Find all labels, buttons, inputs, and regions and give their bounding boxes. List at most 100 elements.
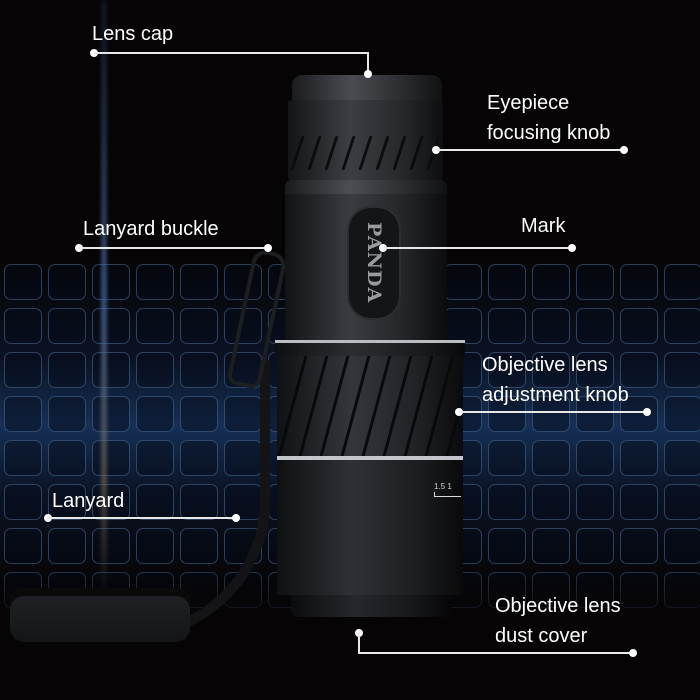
background-tile — [620, 308, 658, 344]
callout-dot — [629, 649, 637, 657]
background-tile — [4, 528, 42, 564]
background-tile — [620, 440, 658, 476]
background-tile — [664, 528, 700, 564]
callout-dot — [264, 244, 272, 252]
brand-badge: PANDA — [347, 206, 401, 320]
background-tile — [4, 264, 42, 300]
label-line: Lanyard — [52, 490, 125, 512]
background-tile — [620, 352, 658, 388]
background-tile — [488, 308, 526, 344]
background-tile — [576, 528, 614, 564]
rib — [392, 136, 407, 170]
background-tile — [532, 528, 570, 564]
background-tile — [488, 352, 526, 388]
background-tile — [664, 484, 700, 520]
background-tile — [488, 528, 526, 564]
background-tile — [620, 264, 658, 300]
callout-mark-label: Mark — [521, 211, 565, 241]
leader-line — [436, 149, 624, 151]
brand-mark: PANDA — [363, 222, 385, 304]
leader-line — [358, 633, 360, 653]
rib — [324, 136, 339, 170]
leader-line — [48, 517, 236, 519]
background-tile — [620, 396, 658, 432]
lens-cap — [292, 75, 442, 103]
background-tile — [488, 264, 526, 300]
silver-ring-upper — [275, 340, 465, 357]
background-tile — [4, 440, 42, 476]
background-tile — [532, 308, 570, 344]
rib — [409, 136, 424, 170]
callout-lens-cap-label: Lens cap — [92, 19, 173, 49]
background-tile — [488, 484, 526, 520]
background-tile — [4, 396, 42, 432]
leader-line — [459, 411, 647, 413]
eyepiece-focusing-knob — [288, 100, 443, 180]
background-tile — [4, 352, 42, 388]
background-tile — [532, 440, 570, 476]
background-tile — [576, 352, 614, 388]
background-tile — [92, 308, 130, 344]
scale-tick — [434, 492, 461, 497]
callout-dot — [232, 514, 240, 522]
background-tile — [48, 308, 86, 344]
background-tile — [180, 264, 218, 300]
objective-barrel: 1.5 1 — [277, 460, 463, 595]
objective-lens-adjustment-knob — [277, 356, 463, 456]
label-line: Mark — [521, 215, 566, 237]
scale-text: 1.5 1 — [434, 482, 452, 491]
scale-marking: 1.5 1 — [434, 482, 461, 497]
callout-dot — [568, 244, 576, 252]
background-tile — [532, 396, 570, 432]
rib — [307, 136, 322, 170]
background-tile — [488, 440, 526, 476]
background-tile — [664, 396, 700, 432]
leader-line — [79, 247, 268, 249]
monocular: PANDA 1.5 1 — [275, 70, 465, 630]
background-tile — [48, 264, 86, 300]
background-tile — [664, 264, 700, 300]
background-tile — [664, 352, 700, 388]
background-tile — [4, 308, 42, 344]
label-line: Eyepiece — [487, 92, 570, 114]
leader-line — [367, 52, 369, 73]
callout-eyepiece-label: Eyepiece focusing knob — [487, 88, 610, 148]
background-tile — [664, 440, 700, 476]
background-tile — [224, 308, 262, 344]
background-tile — [532, 352, 570, 388]
body-shoulder — [285, 180, 447, 194]
label-line: Lanyard buckle — [83, 218, 219, 240]
callout-dust-cover-label: Objective lens dust cover — [495, 591, 621, 651]
background-tile — [620, 484, 658, 520]
leader-line — [94, 52, 368, 54]
background-tile — [664, 308, 700, 344]
background-tile — [180, 308, 218, 344]
callout-lanyard-label: Lanyard — [52, 486, 124, 516]
silver-ring-lower — [277, 456, 463, 460]
background-tile — [4, 484, 42, 520]
objective-lens-dust-cover — [291, 595, 451, 617]
background-tile — [620, 528, 658, 564]
background-tile — [576, 396, 614, 432]
monocular-body: PANDA — [285, 180, 447, 340]
label-line: dust cover — [495, 625, 588, 647]
callout-dot — [643, 408, 651, 416]
background-tile — [576, 308, 614, 344]
background-tile — [488, 396, 526, 432]
leader-line — [383, 247, 572, 249]
lanyard-loop — [10, 588, 190, 642]
background-tile — [224, 264, 262, 300]
background-tile — [576, 484, 614, 520]
callout-dot — [364, 70, 372, 78]
background-tile — [532, 264, 570, 300]
label-line: Objective lens — [482, 354, 608, 376]
background-tile — [576, 264, 614, 300]
background-tile — [92, 264, 130, 300]
label-line: Objective lens — [495, 595, 621, 617]
background-tile — [136, 308, 174, 344]
eyepiece-ribs — [288, 136, 443, 170]
callout-dot — [620, 146, 628, 154]
light-beam — [101, 0, 107, 600]
callout-objective-knob-label: Objective lens adjustment knob — [482, 350, 629, 410]
